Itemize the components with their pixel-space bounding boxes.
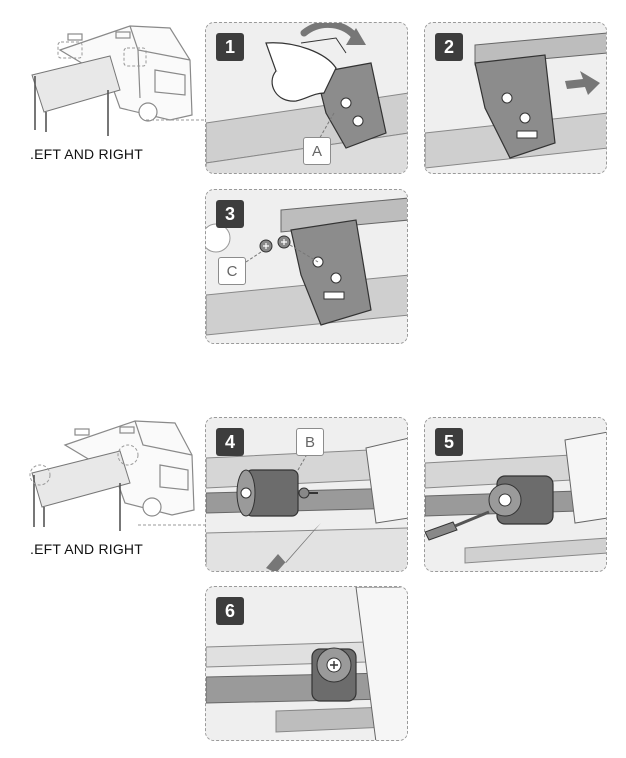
step-5-panel: 5 bbox=[424, 417, 607, 572]
step-6-number: 6 bbox=[216, 597, 244, 625]
step-5-illustration bbox=[425, 418, 606, 571]
van-awning-drawing-2 bbox=[29, 420, 210, 531]
step-6-illustration bbox=[206, 587, 407, 740]
step-3-number: 3 bbox=[216, 200, 244, 228]
part-label-b: B bbox=[296, 428, 324, 456]
step-6-panel: 6 bbox=[205, 586, 408, 741]
step-5-number: 5 bbox=[435, 428, 463, 456]
overview-top-illustration bbox=[20, 20, 215, 145]
step-1-panel: 1 A bbox=[205, 22, 408, 174]
part-label-a: A bbox=[303, 137, 331, 165]
step-4-panel: 4 B bbox=[205, 417, 408, 572]
overview-bottom-illustration bbox=[20, 415, 215, 540]
part-label-c: C bbox=[218, 257, 246, 285]
step-2-illustration bbox=[425, 23, 606, 173]
overview-bottom-caption: .EFT AND RIGHT bbox=[30, 541, 143, 557]
step-2-panel: 2 bbox=[424, 22, 607, 174]
step-3-panel: 3 C bbox=[205, 189, 408, 344]
step-4-number: 4 bbox=[216, 428, 244, 456]
step-2-number: 2 bbox=[435, 33, 463, 61]
step-1-number: 1 bbox=[216, 33, 244, 61]
overview-top-caption: .EFT AND RIGHT bbox=[30, 146, 143, 162]
van-awning-drawing bbox=[31, 25, 210, 136]
